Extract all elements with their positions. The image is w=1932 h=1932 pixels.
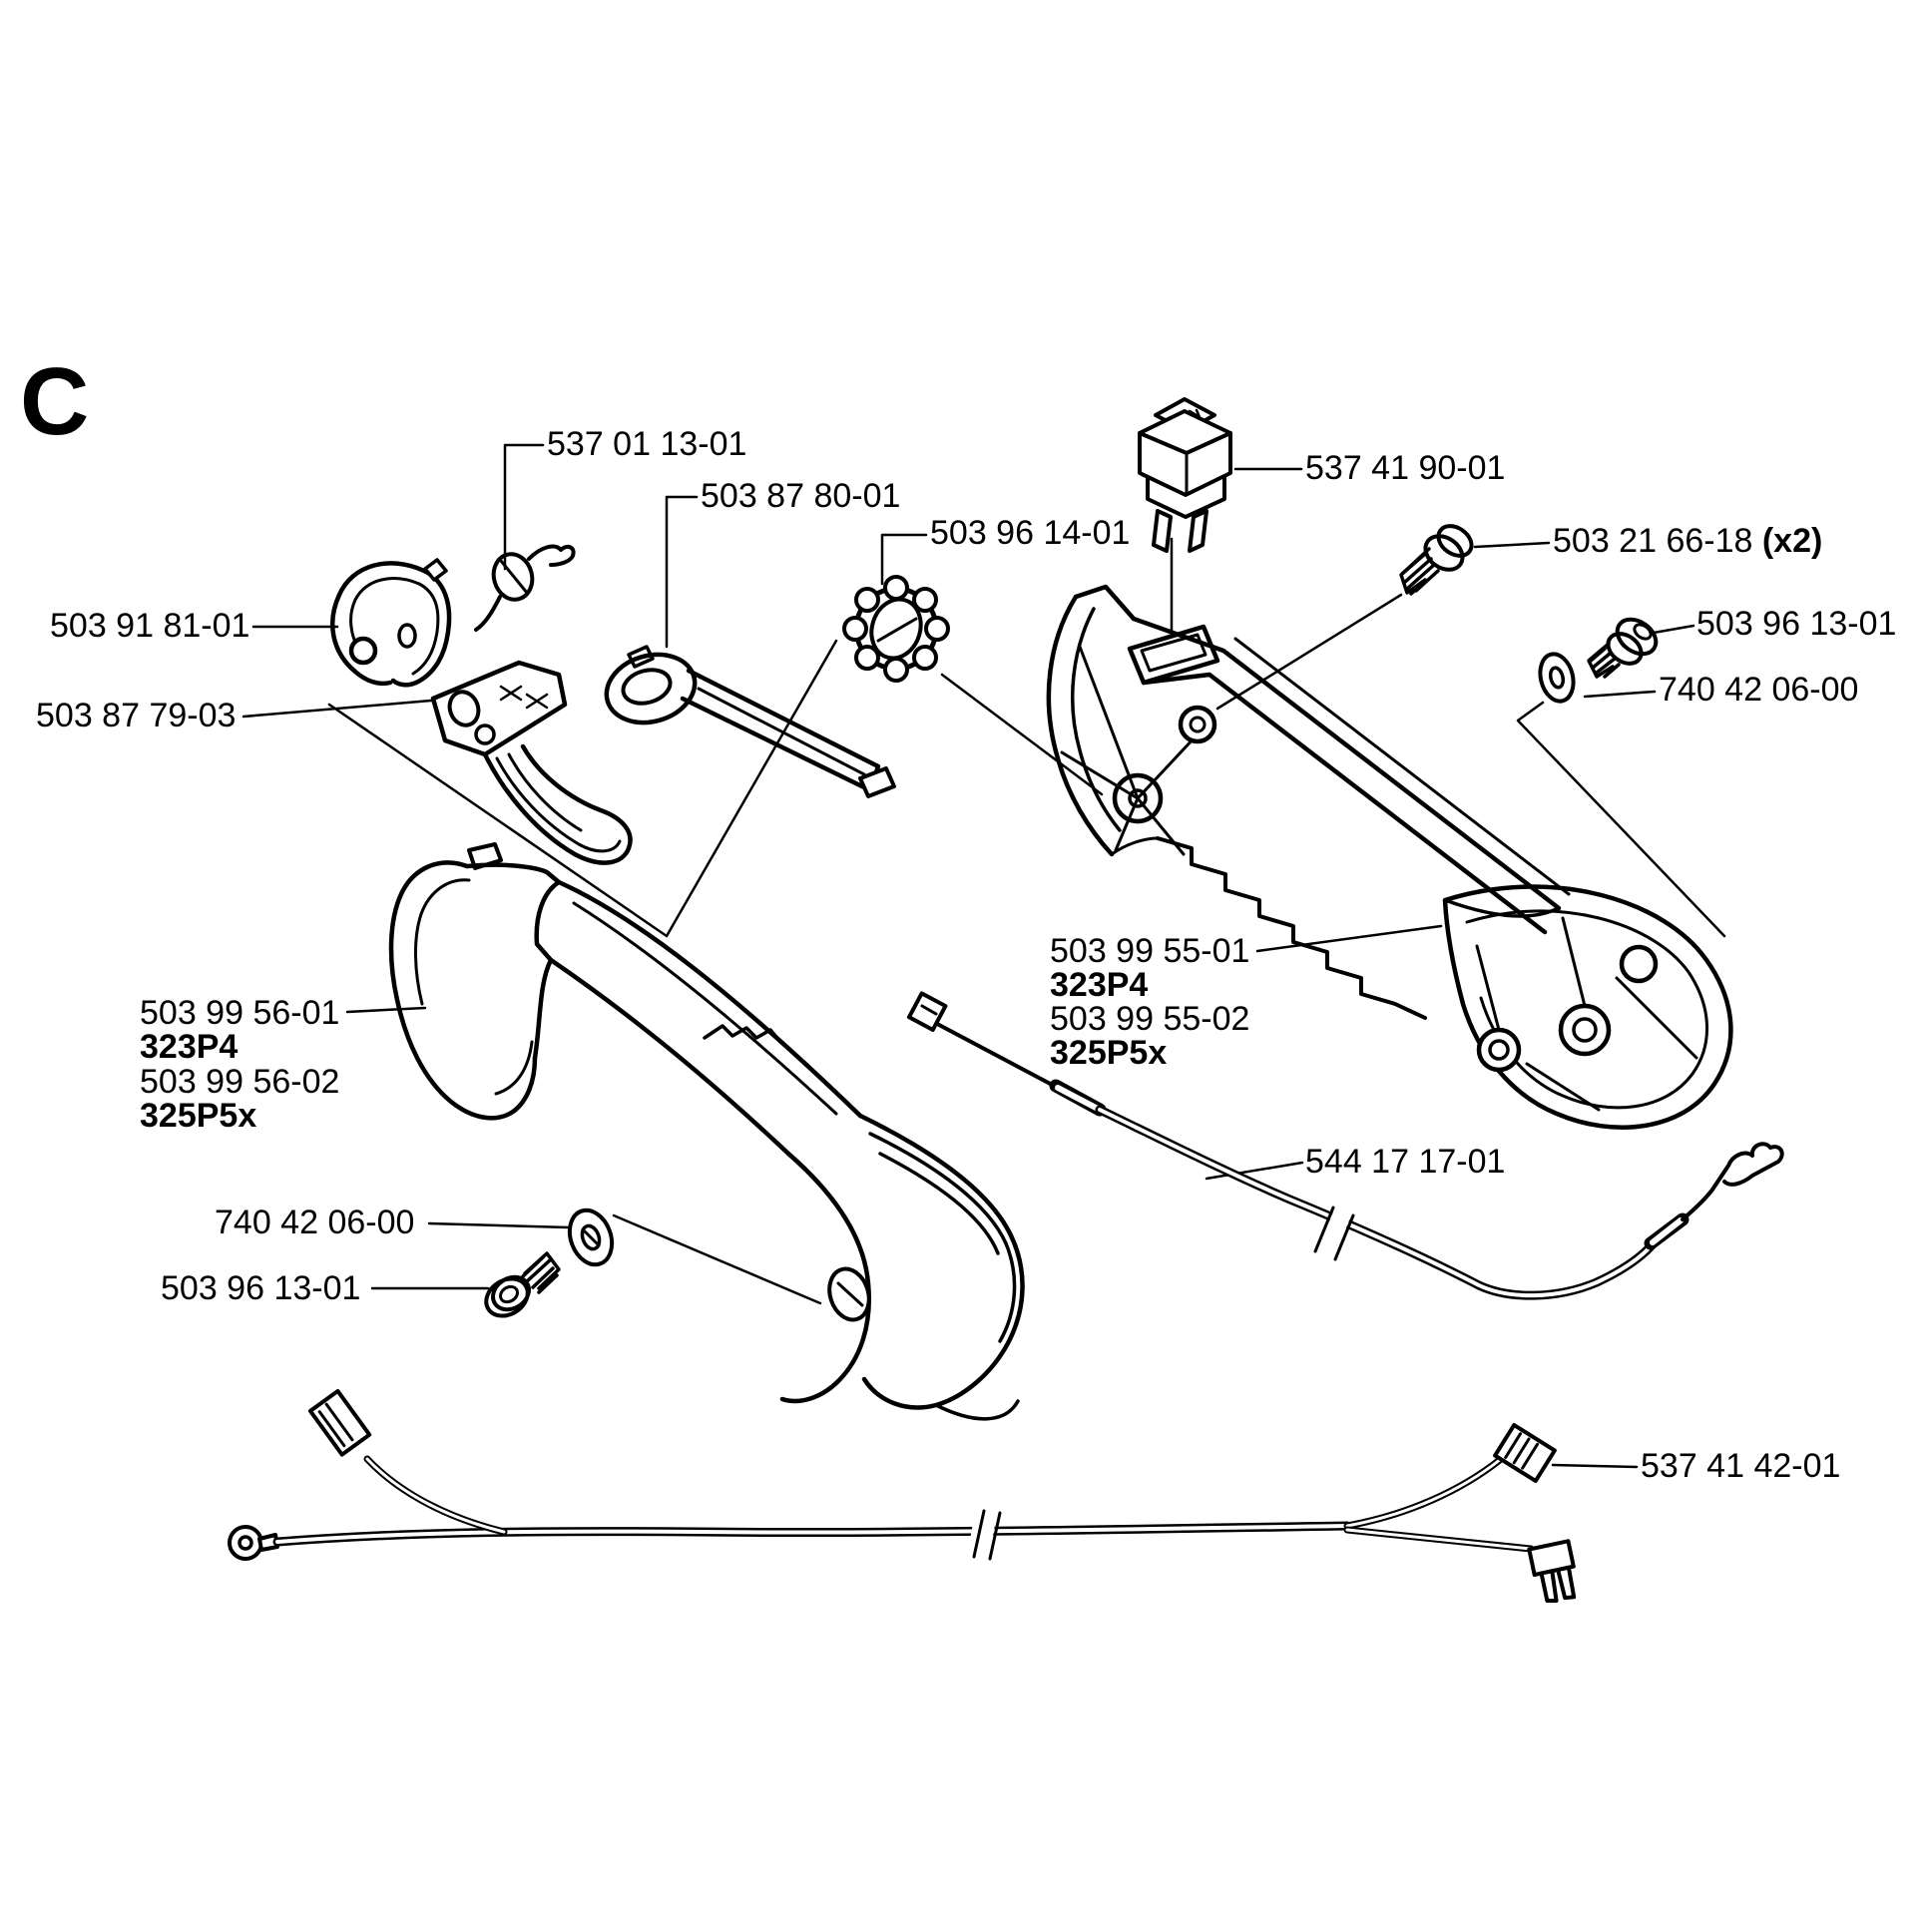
part-wiring-harness xyxy=(228,1388,1577,1604)
handle-front-cap xyxy=(388,860,538,1121)
leader-screw-right xyxy=(1652,624,1695,635)
harness-prong xyxy=(1539,1569,1559,1604)
leader-harness xyxy=(1551,1463,1639,1469)
lever-foot xyxy=(858,766,896,798)
handle-rear-boss xyxy=(1476,1027,1522,1073)
leader-lever xyxy=(665,495,699,649)
leader-screw-x2 xyxy=(1473,541,1551,549)
harness-capped-connector xyxy=(1493,1423,1557,1483)
part-label-screw-bottom: 503 96 13-01 xyxy=(161,1269,361,1307)
handle-rear-boss xyxy=(1619,944,1659,984)
part-washer-bottom xyxy=(567,1208,615,1267)
part-clamp xyxy=(330,558,452,688)
part-screw-x2 xyxy=(1399,524,1474,596)
part-throttle-trigger xyxy=(430,660,633,865)
switch-prong xyxy=(1152,509,1173,553)
harness-ring-terminal xyxy=(228,1525,263,1561)
part-label-screw-right: 503 96 13-01 xyxy=(1696,605,1897,643)
part-label-handle-rear-2: 503 99 55-02 xyxy=(1050,1000,1250,1038)
part-handle-front xyxy=(388,842,1025,1421)
section-letter: C xyxy=(20,348,90,455)
handle-rear-boss xyxy=(1558,1003,1612,1057)
cable-break-mark xyxy=(1313,1206,1355,1261)
cable-hook-end xyxy=(1710,1142,1784,1192)
part-label-clamp: 503 91 81-01 xyxy=(50,607,250,645)
clamp-tab xyxy=(423,558,448,582)
part-star-washer xyxy=(842,575,950,683)
pointer-washer-bottom xyxy=(612,1213,822,1305)
handle-rear-fan-plate xyxy=(1442,884,1733,1130)
handle-rear-hub xyxy=(1112,772,1164,824)
part-label-handle-front-2: 503 99 56-02 xyxy=(140,1063,340,1101)
part-label-star-washer: 503 96 14-01 xyxy=(930,514,1131,552)
switch-top-face xyxy=(1138,409,1232,455)
part-label-handle-front-1: 503 99 56-01 xyxy=(140,994,340,1032)
leader-handle-front xyxy=(345,1006,427,1014)
model-label-323P4: 323P4 xyxy=(1050,966,1149,1004)
part-washer-right xyxy=(1538,652,1576,704)
leader-cable xyxy=(1205,1161,1304,1181)
model-label-325P5x: 325P5x xyxy=(1050,1034,1168,1072)
assembly-pointer-lines xyxy=(327,537,1726,1305)
handle-rear-screw-boss xyxy=(1178,705,1217,744)
part-number: 503 21 66-18 xyxy=(1553,522,1753,560)
part-throttle-cable xyxy=(906,991,1784,1300)
model-label-325P5x: 325P5x xyxy=(140,1097,257,1135)
pointer-v-left xyxy=(327,639,838,938)
part-handle-rear xyxy=(1046,584,1733,1130)
lever-nub xyxy=(627,645,655,669)
quantity-note: (x2) xyxy=(1761,522,1823,560)
part-label-lever: 503 87 80-01 xyxy=(701,477,901,515)
part-screw-right xyxy=(1587,617,1659,679)
pointer-washer-right-v xyxy=(1516,701,1726,938)
handle-rear-serrated-edge xyxy=(1156,836,1427,1020)
part-label-harness: 537 41 42-01 xyxy=(1641,1447,1841,1485)
part-label-cable: 544 17 17-01 xyxy=(1305,1143,1506,1181)
handle-rear-guard-hook xyxy=(1046,594,1115,857)
trigger-pivot-hole xyxy=(447,690,481,727)
pointer-screw-axis xyxy=(1215,593,1403,711)
leader-star-washer xyxy=(880,533,928,586)
part-label-screw-x2: 503 21 66-18 (x2) xyxy=(1553,524,1822,558)
part-label-switch: 537 41 90-01 xyxy=(1305,449,1506,487)
switch-prong xyxy=(1188,509,1208,553)
harness-break-mark xyxy=(972,1509,1002,1561)
part-label-trigger: 503 87 79-03 xyxy=(36,697,237,734)
part-label-washer-bottom: 740 42 06-00 xyxy=(215,1204,415,1241)
clamp-lug-hole xyxy=(348,636,378,666)
part-screw-bottom xyxy=(484,1251,561,1318)
handle-front-latch xyxy=(703,1024,782,1044)
leader-handle-rear xyxy=(1255,924,1443,953)
leader-washer-bottom xyxy=(427,1221,571,1229)
harness-prong xyxy=(1556,1565,1577,1601)
leader-washer-right xyxy=(1583,690,1657,699)
pointer-star-washer-axis xyxy=(940,673,1104,796)
cable-barrel-end xyxy=(906,991,948,1032)
clamp-blade-hole xyxy=(397,623,417,649)
part-label-handle-rear-1: 503 99 55-01 xyxy=(1050,932,1250,970)
model-label-323P4: 323P4 xyxy=(140,1028,239,1066)
leader-lines xyxy=(242,443,1695,1469)
part-spring xyxy=(474,544,576,632)
trigger-hatch-icon xyxy=(499,685,549,710)
trigger-hole-small xyxy=(474,724,496,745)
part-label-washer-right: 740 42 06-00 xyxy=(1659,671,1859,709)
part-throttle-lever xyxy=(604,645,896,798)
part-label-spring: 537 01 13-01 xyxy=(547,425,747,463)
handle-front-cap-tab xyxy=(467,842,503,870)
leader-spring xyxy=(503,443,545,571)
part-stop-switch xyxy=(1138,397,1232,553)
